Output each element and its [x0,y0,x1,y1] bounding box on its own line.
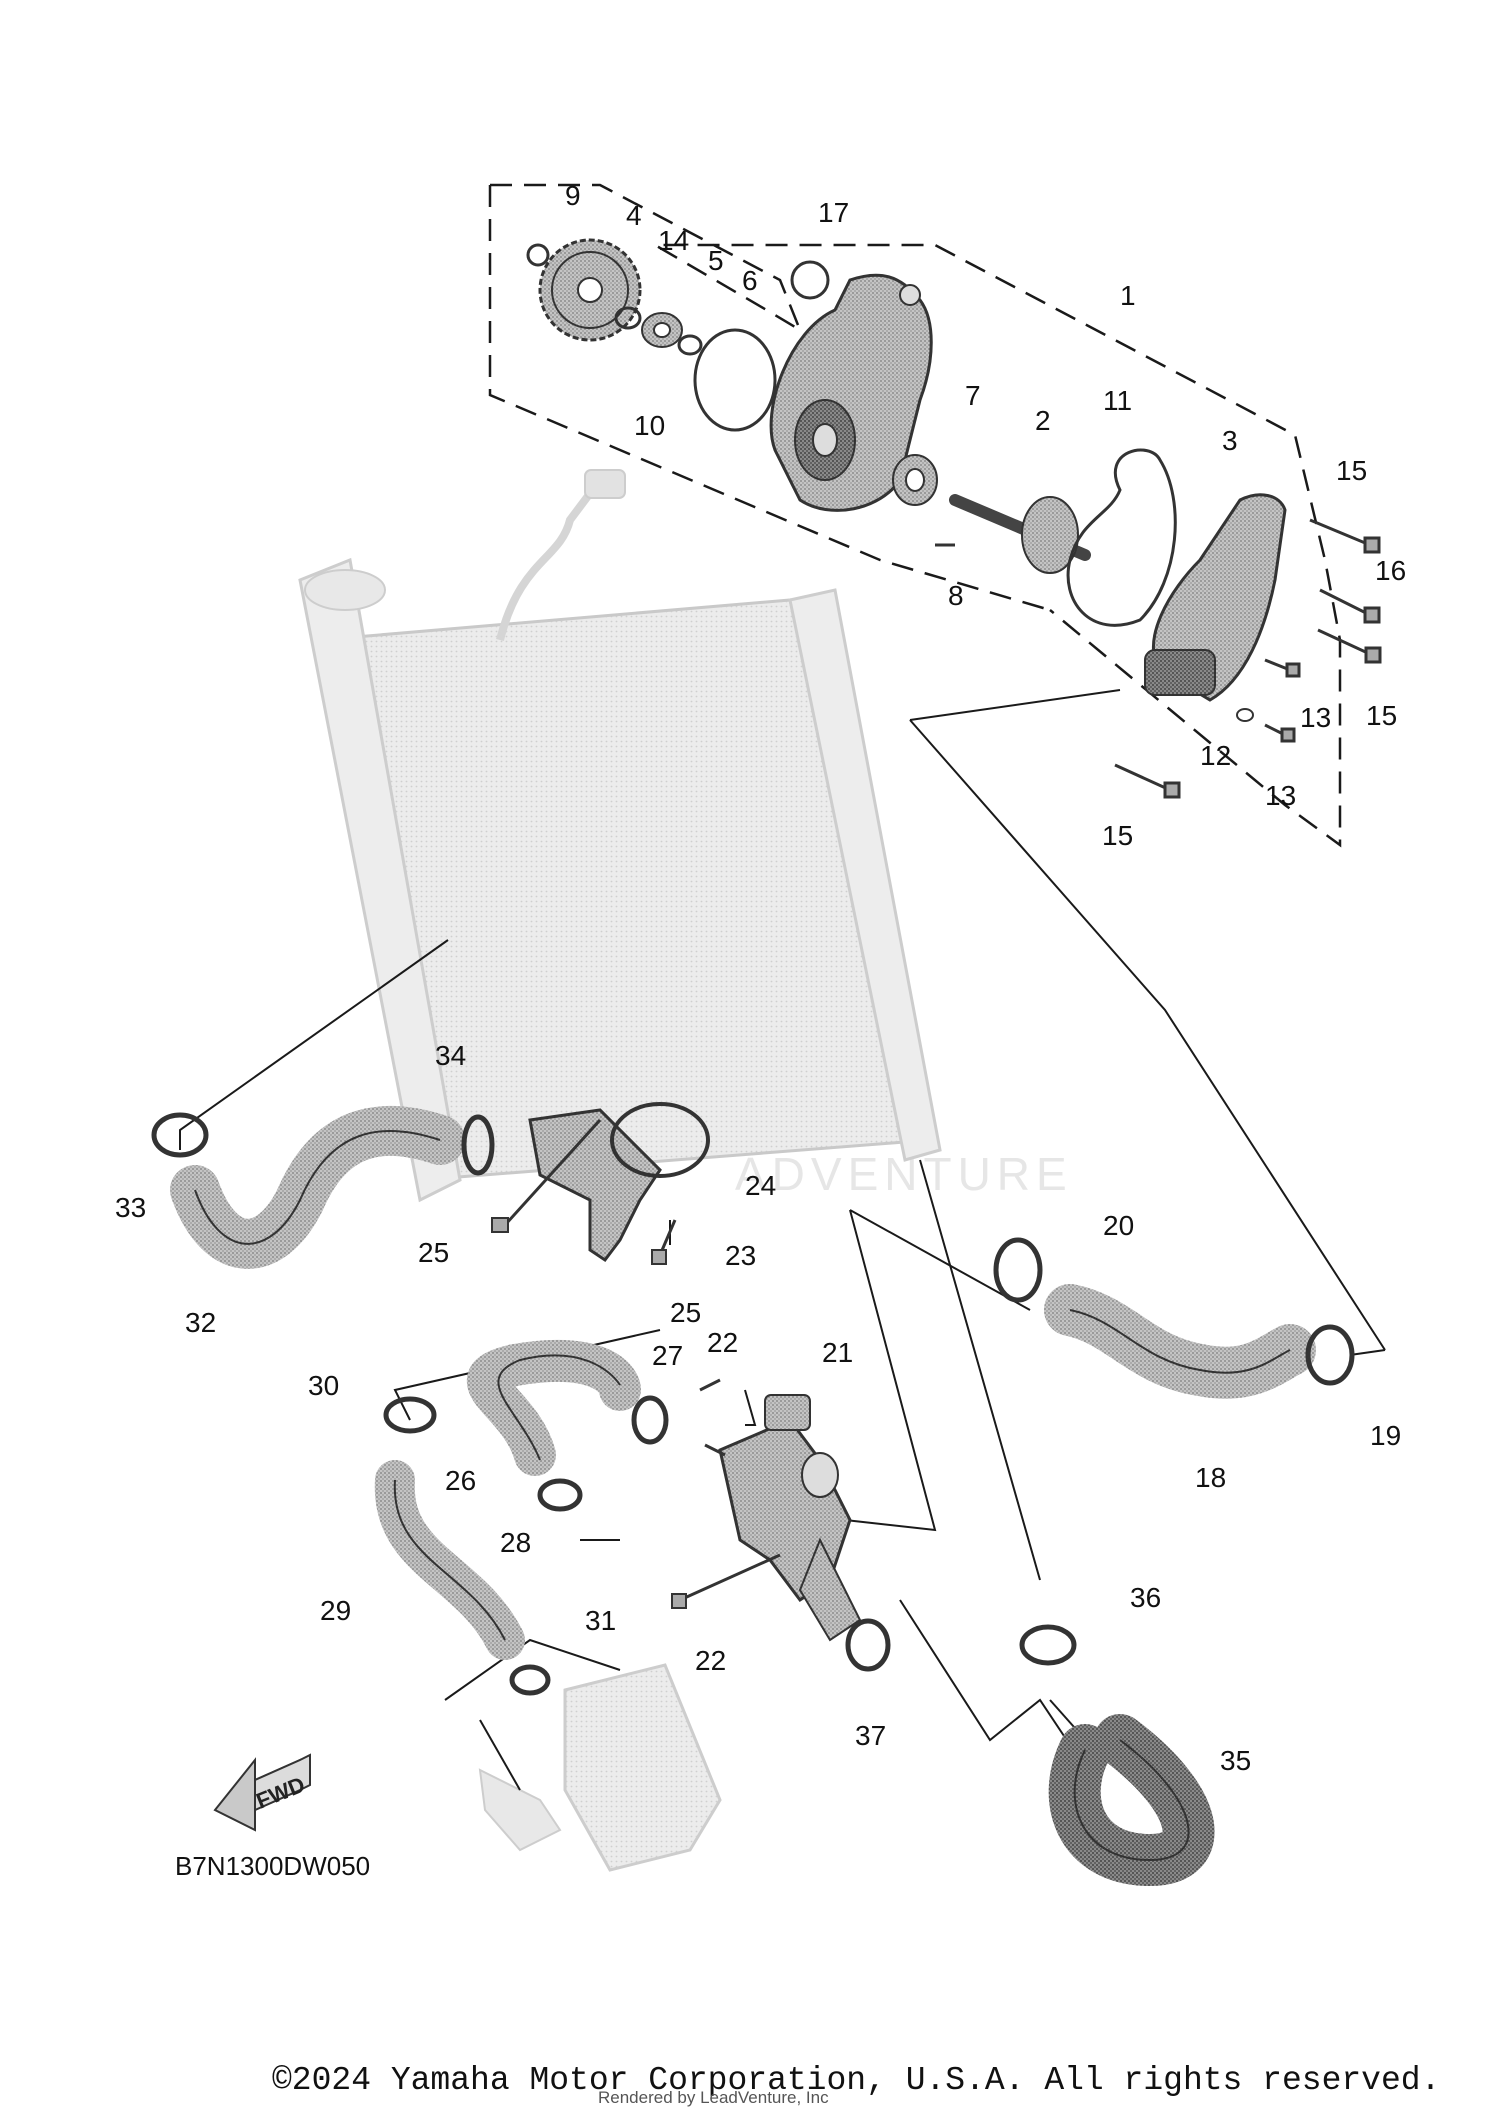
callout-12: 12 [1200,740,1231,771]
callout-19: 19 [1370,1420,1401,1451]
watermark-text: ADVENTURE [735,1148,1073,1200]
pump-components [526,238,1382,799]
callout-28: 28 [500,1527,531,1558]
callout-33: 33 [115,1192,146,1223]
pump-cover-3 [1144,493,1287,702]
thermostat-housing [528,1108,662,1263]
callout-30: 30 [308,1370,339,1401]
callout-14: 14 [658,225,689,256]
callout-15b: 15 [1366,700,1397,731]
bolts [1114,518,1382,799]
callout-2: 2 [1035,405,1051,436]
callout-32: 32 [185,1307,216,1338]
callout-23: 23 [725,1240,756,1271]
callout-5: 5 [708,245,724,276]
callout-35: 35 [1220,1745,1251,1776]
pump-housing-1 [769,273,933,512]
callout-15c: 15 [1102,820,1133,851]
leader-lines [179,689,1386,1791]
callout-34: 34 [435,1040,466,1071]
callout-7: 7 [965,380,981,411]
callout-22b: 22 [695,1645,726,1676]
callout-13a: 13 [1300,702,1331,733]
washer-12 [1236,708,1254,722]
assembly-boundary [488,183,1342,848]
callout-24: 24 [745,1170,776,1201]
callout-20: 20 [1103,1210,1134,1241]
seal-7 [892,454,938,506]
callout-31: 31 [585,1605,616,1636]
callout-3: 3 [1222,425,1238,456]
impeller-gear-4 [538,238,642,342]
callout-21: 21 [822,1337,853,1368]
gasket-11 [1066,448,1177,627]
circlip-9 [526,243,550,267]
impeller-shaft-2 [949,494,1091,574]
callout-6: 6 [742,265,758,296]
bearing-5 [641,312,683,348]
callout-13b: 13 [1265,780,1296,811]
callout-8: 8 [948,580,964,611]
copyright-notice: ©2024 Yamaha Motor Corporation, U.S.A. A… [272,2062,1441,2099]
callout-4: 4 [626,200,642,231]
diagram-code: B7N1300DW050 [175,1851,370,1881]
callout-18: 18 [1195,1462,1226,1493]
callout-11: 11 [1103,385,1132,416]
o-ring-24 [610,1102,710,1178]
callout-labels: 1 2 3 4 5 6 7 8 9 10 11 12 13 13 14 15 1… [115,180,1406,1776]
callout-37: 37 [855,1720,886,1751]
callout-22a: 22 [707,1327,738,1358]
radiator-ghost [298,469,942,1203]
oil-cooler-ghost [478,1663,722,1872]
callout-17: 17 [818,197,849,228]
callout-27: 27 [652,1340,683,1371]
callout-1: 1 [1120,280,1136,311]
callout-10: 10 [634,410,665,441]
callout-16: 16 [1375,555,1406,586]
callout-36: 36 [1130,1582,1161,1613]
callout-25b: 25 [670,1297,701,1328]
thermostat-21 [704,1394,862,1642]
callout-15a: 15 [1336,455,1367,486]
callout-25a: 25 [418,1237,449,1268]
hoses [151,1102,1355,1887]
fwd-arrow: FWD [213,1753,311,1832]
callout-26: 26 [445,1465,476,1496]
callout-9: 9 [565,180,581,211]
rendered-by-credit: Rendered by LeadVenture, Inc [598,2088,829,2107]
callout-29: 29 [320,1595,351,1626]
